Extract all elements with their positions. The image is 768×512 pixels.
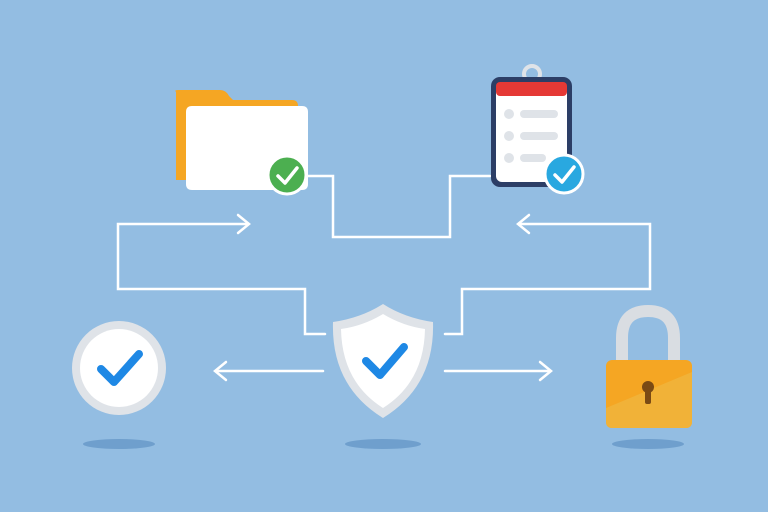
arrowhead-padlock xyxy=(538,360,553,382)
shield-face xyxy=(341,314,425,408)
arrowhead-folder xyxy=(236,213,251,235)
check-circle-icon xyxy=(72,321,166,415)
clipboard-checklist-icon xyxy=(491,64,585,195)
arrowhead-check-circle xyxy=(213,360,228,382)
arrowhead-clipboard xyxy=(516,213,531,235)
shield-check-mark xyxy=(362,343,408,379)
shadow-check-circle xyxy=(83,439,155,449)
padlock-icon xyxy=(606,304,692,428)
connector-folder-to-clipboard xyxy=(304,174,492,239)
check-circle-mark xyxy=(97,350,143,386)
clipboard-header-bar xyxy=(496,82,567,96)
shield-check-icon xyxy=(332,304,434,418)
shadow-padlock xyxy=(612,439,684,449)
blue-check-badge xyxy=(543,153,585,195)
connector-shield-to-clipboard xyxy=(443,222,652,336)
folder-check-icon xyxy=(175,90,308,196)
blue-check-mark xyxy=(553,165,576,184)
green-check-mark xyxy=(276,166,299,185)
check-circle-face xyxy=(80,329,158,407)
padlock-keyhole-slot xyxy=(645,388,651,404)
padlock-shackle xyxy=(616,304,680,362)
shadow-shield xyxy=(345,439,421,449)
green-check-badge xyxy=(266,154,308,196)
connector-shield-to-folder xyxy=(116,222,327,336)
checklist-lines xyxy=(504,109,558,163)
